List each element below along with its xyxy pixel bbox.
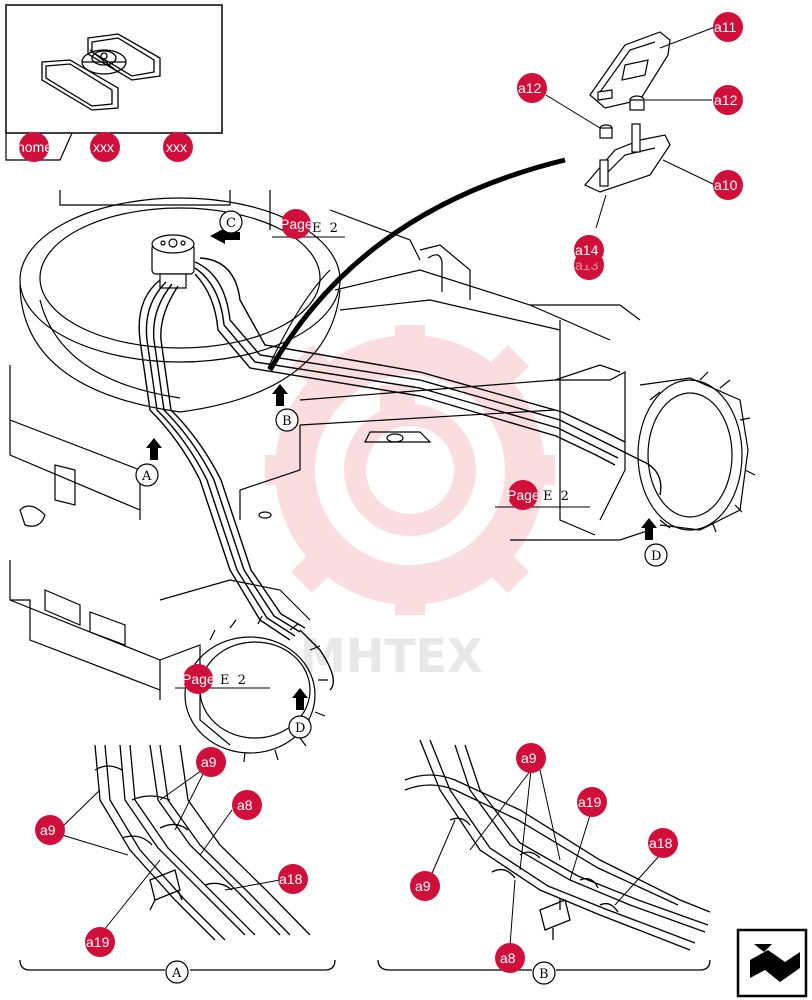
- svg-text:a9: a9: [521, 750, 537, 766]
- svg-text:a8: a8: [237, 797, 253, 813]
- home-button-label: home: [17, 139, 52, 155]
- svg-text:a11: a11: [714, 19, 737, 35]
- callout-a18-right[interactable]: a18: [648, 828, 678, 858]
- callout-a12-top[interactable]: a12: [517, 73, 547, 103]
- view-label-D-left: D: [288, 715, 312, 739]
- view-label-D-right: D: [644, 543, 668, 567]
- callout-a9-right-top[interactable]: a9: [516, 743, 546, 773]
- watermark-logo: [265, 325, 555, 615]
- detail-B-label: B: [532, 961, 556, 985]
- page-ref-suffix-1: E 2: [312, 221, 340, 236]
- callout-a12-right[interactable]: a12: [713, 85, 743, 115]
- svg-text:a12: a12: [714, 92, 738, 108]
- svg-text:a18: a18: [279, 871, 303, 887]
- callout-a10[interactable]: a10: [713, 170, 743, 200]
- svg-text:D: D: [651, 549, 661, 564]
- thumbnail-nav-label-1: xxx: [93, 139, 114, 155]
- hydraulic-hoses: [138, 257, 662, 691]
- svg-text:a19: a19: [578, 794, 602, 810]
- detail-pointer-thin: [267, 269, 331, 369]
- home-button[interactable]: home: [17, 132, 52, 162]
- svg-text:a9: a9: [40, 822, 56, 838]
- leader-lines: [545, 26, 716, 229]
- svg-text:a12: a12: [518, 80, 542, 96]
- svg-text:a14: a14: [575, 242, 599, 258]
- detail-A-drawing: [19, 744, 336, 971]
- rotary-joint: [151, 234, 195, 289]
- page-ref-suffix-3: E 2: [220, 673, 248, 688]
- clamp-detail-drawing: [584, 31, 671, 193]
- callout-a14[interactable]: a14: [574, 235, 604, 265]
- svg-text:D: D: [295, 721, 305, 736]
- svg-text:B: B: [539, 967, 549, 982]
- callout-a18-left[interactable]: a18: [278, 864, 308, 894]
- page-link-1[interactable]: Page: [280, 209, 313, 239]
- svg-text:Page: Page: [507, 487, 540, 503]
- svg-text:A: A: [171, 966, 182, 981]
- detail-B-drawing: [377, 739, 711, 971]
- callout-a9-right-left[interactable]: a9: [410, 871, 440, 901]
- svg-text:C: C: [226, 216, 236, 231]
- svg-text:A: A: [141, 469, 152, 484]
- svg-text:a18: a18: [649, 835, 673, 851]
- callout-a11[interactable]: a11: [713, 12, 743, 42]
- view-arrows: [146, 228, 657, 710]
- undercarriage-frame-drawing: [9, 190, 756, 763]
- thumbnail-nav-button-2[interactable]: xxx: [163, 132, 193, 162]
- view-label-B: B: [275, 408, 299, 432]
- thumbnail-panel: [5, 4, 223, 161]
- svg-text:Page: Page: [280, 216, 313, 232]
- callout-a19-right[interactable]: a19: [577, 787, 607, 817]
- view-label-A: A: [135, 463, 159, 487]
- callout-a19-left[interactable]: a19: [85, 927, 115, 957]
- detail-A-leaders: [61, 767, 281, 936]
- page-link-3[interactable]: Page: [182, 664, 215, 694]
- svg-text:a8: a8: [500, 950, 516, 966]
- thumbnail-nav-label-2: xxx: [166, 139, 187, 155]
- thumbnail-nav-button-1[interactable]: xxx: [90, 132, 120, 162]
- callout-a8-right[interactable]: a8: [495, 943, 525, 973]
- callout-a8-left[interactable]: a8: [232, 790, 262, 820]
- svg-text:Page: Page: [182, 671, 215, 687]
- svg-text:a9: a9: [415, 878, 431, 894]
- return-arrow-icon: [750, 944, 800, 982]
- page-ref-suffix-2: E 2: [543, 489, 571, 504]
- detail-B-leaders: [429, 769, 661, 946]
- callout-a9-left[interactable]: a9: [35, 815, 65, 845]
- svg-text:a10: a10: [714, 177, 738, 193]
- detail-A-label: A: [165, 960, 189, 984]
- detail-pointer-line: [267, 157, 566, 372]
- watermark-text: MHTEX: [300, 629, 483, 683]
- callout-a9-top-left[interactable]: a9: [196, 747, 226, 777]
- return-button[interactable]: [736, 928, 808, 998]
- page-link-2[interactable]: Page: [507, 480, 540, 510]
- svg-text:a9: a9: [201, 754, 217, 770]
- thumbnail-undercarriage-image: [41, 33, 161, 111]
- view-label-C: C: [219, 210, 243, 234]
- svg-text:a19: a19: [86, 934, 110, 950]
- svg-text:B: B: [282, 414, 292, 429]
